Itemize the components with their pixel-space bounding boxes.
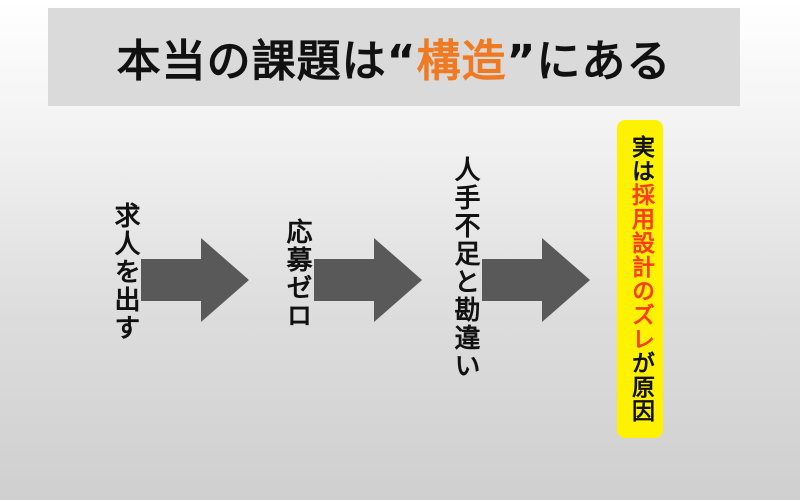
title-suffix: ”にある	[506, 36, 672, 87]
page-title: 本当の課題は“構造”にある	[117, 25, 672, 89]
step-1-label: 求人を出す	[110, 202, 140, 342]
title-prefix: 本当の課題は“	[116, 36, 417, 87]
step-4-highlight: 採用設計のズレ	[627, 183, 654, 351]
right-arrow-icon	[141, 238, 249, 322]
step-4-label: 実は採用設計のズレが原因	[627, 135, 654, 423]
right-arrow-icon	[482, 238, 590, 322]
title-banner: 本当の課題は“構造”にある	[48, 8, 740, 106]
step-3-label: 人手不足と勘違い	[450, 156, 480, 380]
step-4-prefix: 実は	[627, 135, 654, 183]
step-4-suffix: が原因	[627, 351, 654, 423]
step-2-label: 応募ゼロ	[282, 218, 312, 330]
right-arrow-icon	[314, 238, 422, 322]
title-accent: 構造	[416, 36, 507, 87]
root-cause-highlight-box: 実は採用設計のズレが原因	[617, 120, 663, 438]
